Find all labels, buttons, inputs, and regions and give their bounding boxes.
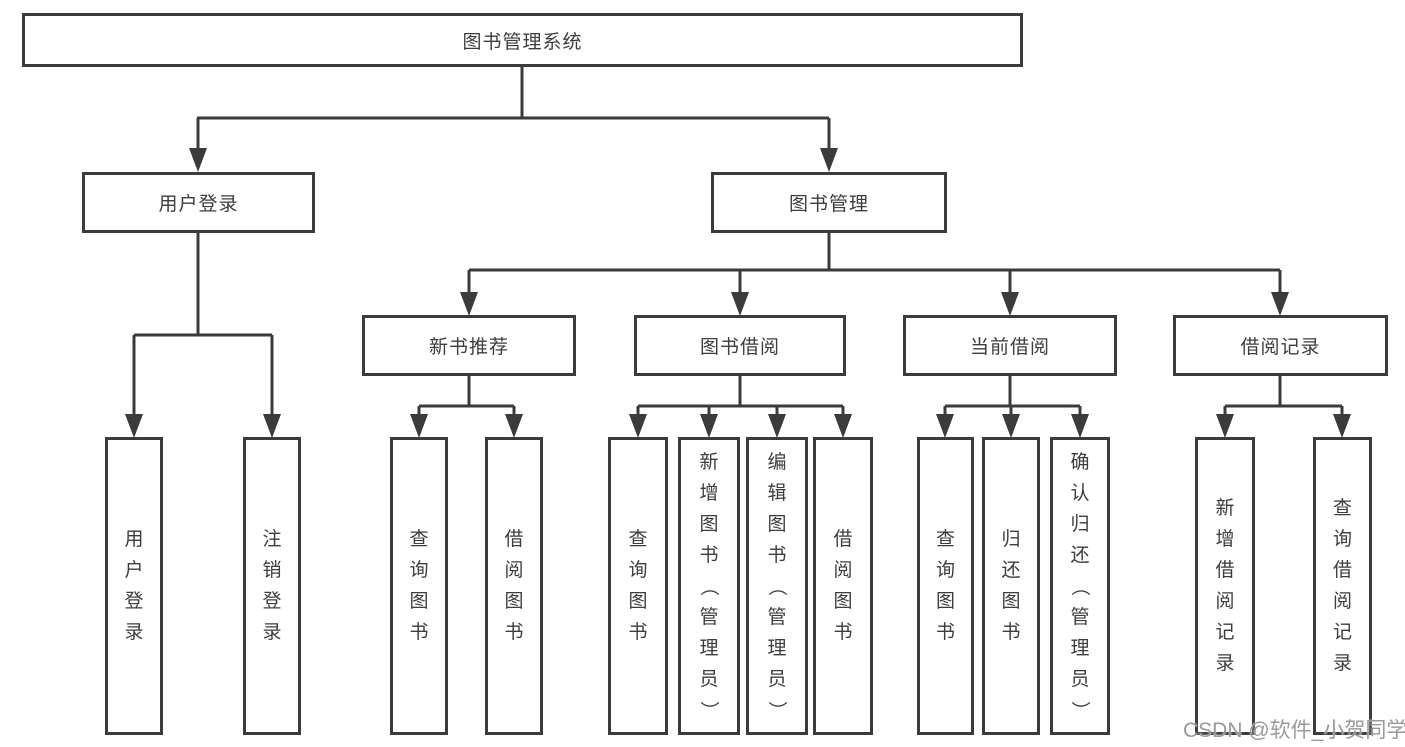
node-label: 新增图书（管理员）	[698, 451, 720, 720]
leaf-query-books-borrow: 查询图书	[608, 437, 668, 735]
node-label: 用户登录	[124, 529, 144, 643]
node-label: 当前借阅	[969, 337, 1050, 358]
leaf-confirm-return-admin: 确认归还（管理员）	[1050, 437, 1110, 735]
node-user-login-branch: 用户登录	[82, 172, 315, 233]
node-label: 新增借阅记录	[1215, 498, 1235, 674]
node-borrowing-records: 借阅记录	[1173, 315, 1388, 376]
node-label: 图书管理系统	[462, 31, 583, 53]
node-current-borrowing: 当前借阅	[903, 315, 1117, 376]
node-label: 借阅图书	[833, 529, 853, 643]
node-new-book-recommendation: 新书推荐	[362, 315, 576, 376]
leaf-borrow-books-recommend: 借阅图书	[485, 437, 543, 735]
node-label: 确认归还（管理员）	[1069, 451, 1091, 720]
node-book-management-branch: 图书管理	[711, 172, 947, 233]
leaf-add-books-admin: 新增图书（管理员）	[678, 437, 740, 735]
node-library-management-system: 图书管理系统	[22, 13, 1023, 67]
node-label: 新书推荐	[428, 337, 509, 358]
leaf-edit-books-admin: 编辑图书（管理员）	[746, 437, 808, 735]
node-label: 查询图书	[409, 529, 429, 643]
leaf-query-books-current: 查询图书	[917, 437, 974, 735]
node-label: 查询图书	[628, 529, 648, 643]
leaf-user-login: 用户登录	[105, 437, 163, 735]
leaf-add-borrow-record: 新增借阅记录	[1195, 437, 1255, 735]
leaf-logout: 注销登录	[243, 437, 301, 735]
leaf-query-books-recommend: 查询图书	[390, 437, 448, 735]
leaf-borrow-books: 借阅图书	[813, 437, 873, 735]
node-label: 归还图书	[1001, 529, 1021, 643]
csdn-watermark: CSDN @软件_小贺同学	[1183, 719, 1405, 742]
leaf-query-borrow-record: 查询借阅记录	[1313, 437, 1372, 735]
node-label: 图书借阅	[699, 337, 780, 358]
arrowheads	[125, 148, 1351, 438]
node-label: 借阅记录	[1240, 337, 1321, 358]
node-label: 查询借阅记录	[1332, 498, 1352, 674]
node-label: 用户登录	[158, 194, 239, 215]
node-book-borrowing: 图书借阅	[634, 315, 846, 376]
node-label: 查询图书	[935, 529, 955, 643]
node-label: 编辑图书（管理员）	[766, 451, 788, 720]
node-label: 图书管理	[788, 194, 869, 215]
node-label: 借阅图书	[504, 529, 524, 643]
node-label: 注销登录	[262, 529, 282, 643]
leaf-return-books: 归还图书	[982, 437, 1040, 735]
